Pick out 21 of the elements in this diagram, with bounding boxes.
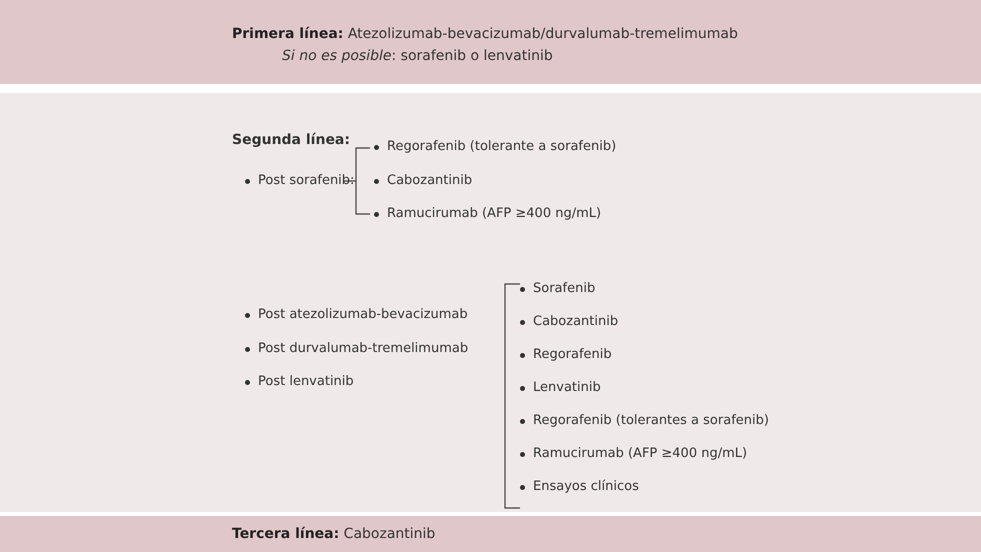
list-item: Lenvatinib [533, 379, 601, 397]
band [0, 93, 981, 512]
list-item: Post atezolizumab-bevacizumab [258, 306, 468, 324]
list-item: Post sorafenib: [258, 172, 354, 190]
list-item: Cabozantinib [387, 172, 472, 190]
band [0, 516, 981, 552]
heading-text: Segunda línea: [232, 131, 350, 149]
list-item: Ensayos clínicos [533, 478, 639, 496]
list-item: Ramucirumab (AFP ≥400 ng/mL) [387, 205, 602, 223]
list-item: Regorafenib [533, 346, 612, 364]
list-item: Ramucirumab (AFP ≥400 ng/mL) [533, 445, 748, 463]
list-item: Post durvalumab-tremelimumab [258, 340, 468, 358]
heading-text: Primera línea: Atezolizumab-bevacizumab/durvalumab-tremelimumab [232, 25, 738, 43]
list-item: Sorafenib [533, 280, 596, 298]
heading-text: Tercera línea: Cabozantinib [232, 525, 436, 543]
list-item: Regorafenib (tolerante a sorafenib) [387, 138, 616, 156]
band [0, 0, 981, 84]
list-item: Cabozantinib [533, 313, 618, 331]
note-text: Si no es posible: sorafenib o lenvatinib [282, 47, 553, 65]
list-item: Regorafenib (tolerantes a sorafenib) [533, 412, 769, 430]
list-item: Post lenvatinib [258, 373, 354, 391]
